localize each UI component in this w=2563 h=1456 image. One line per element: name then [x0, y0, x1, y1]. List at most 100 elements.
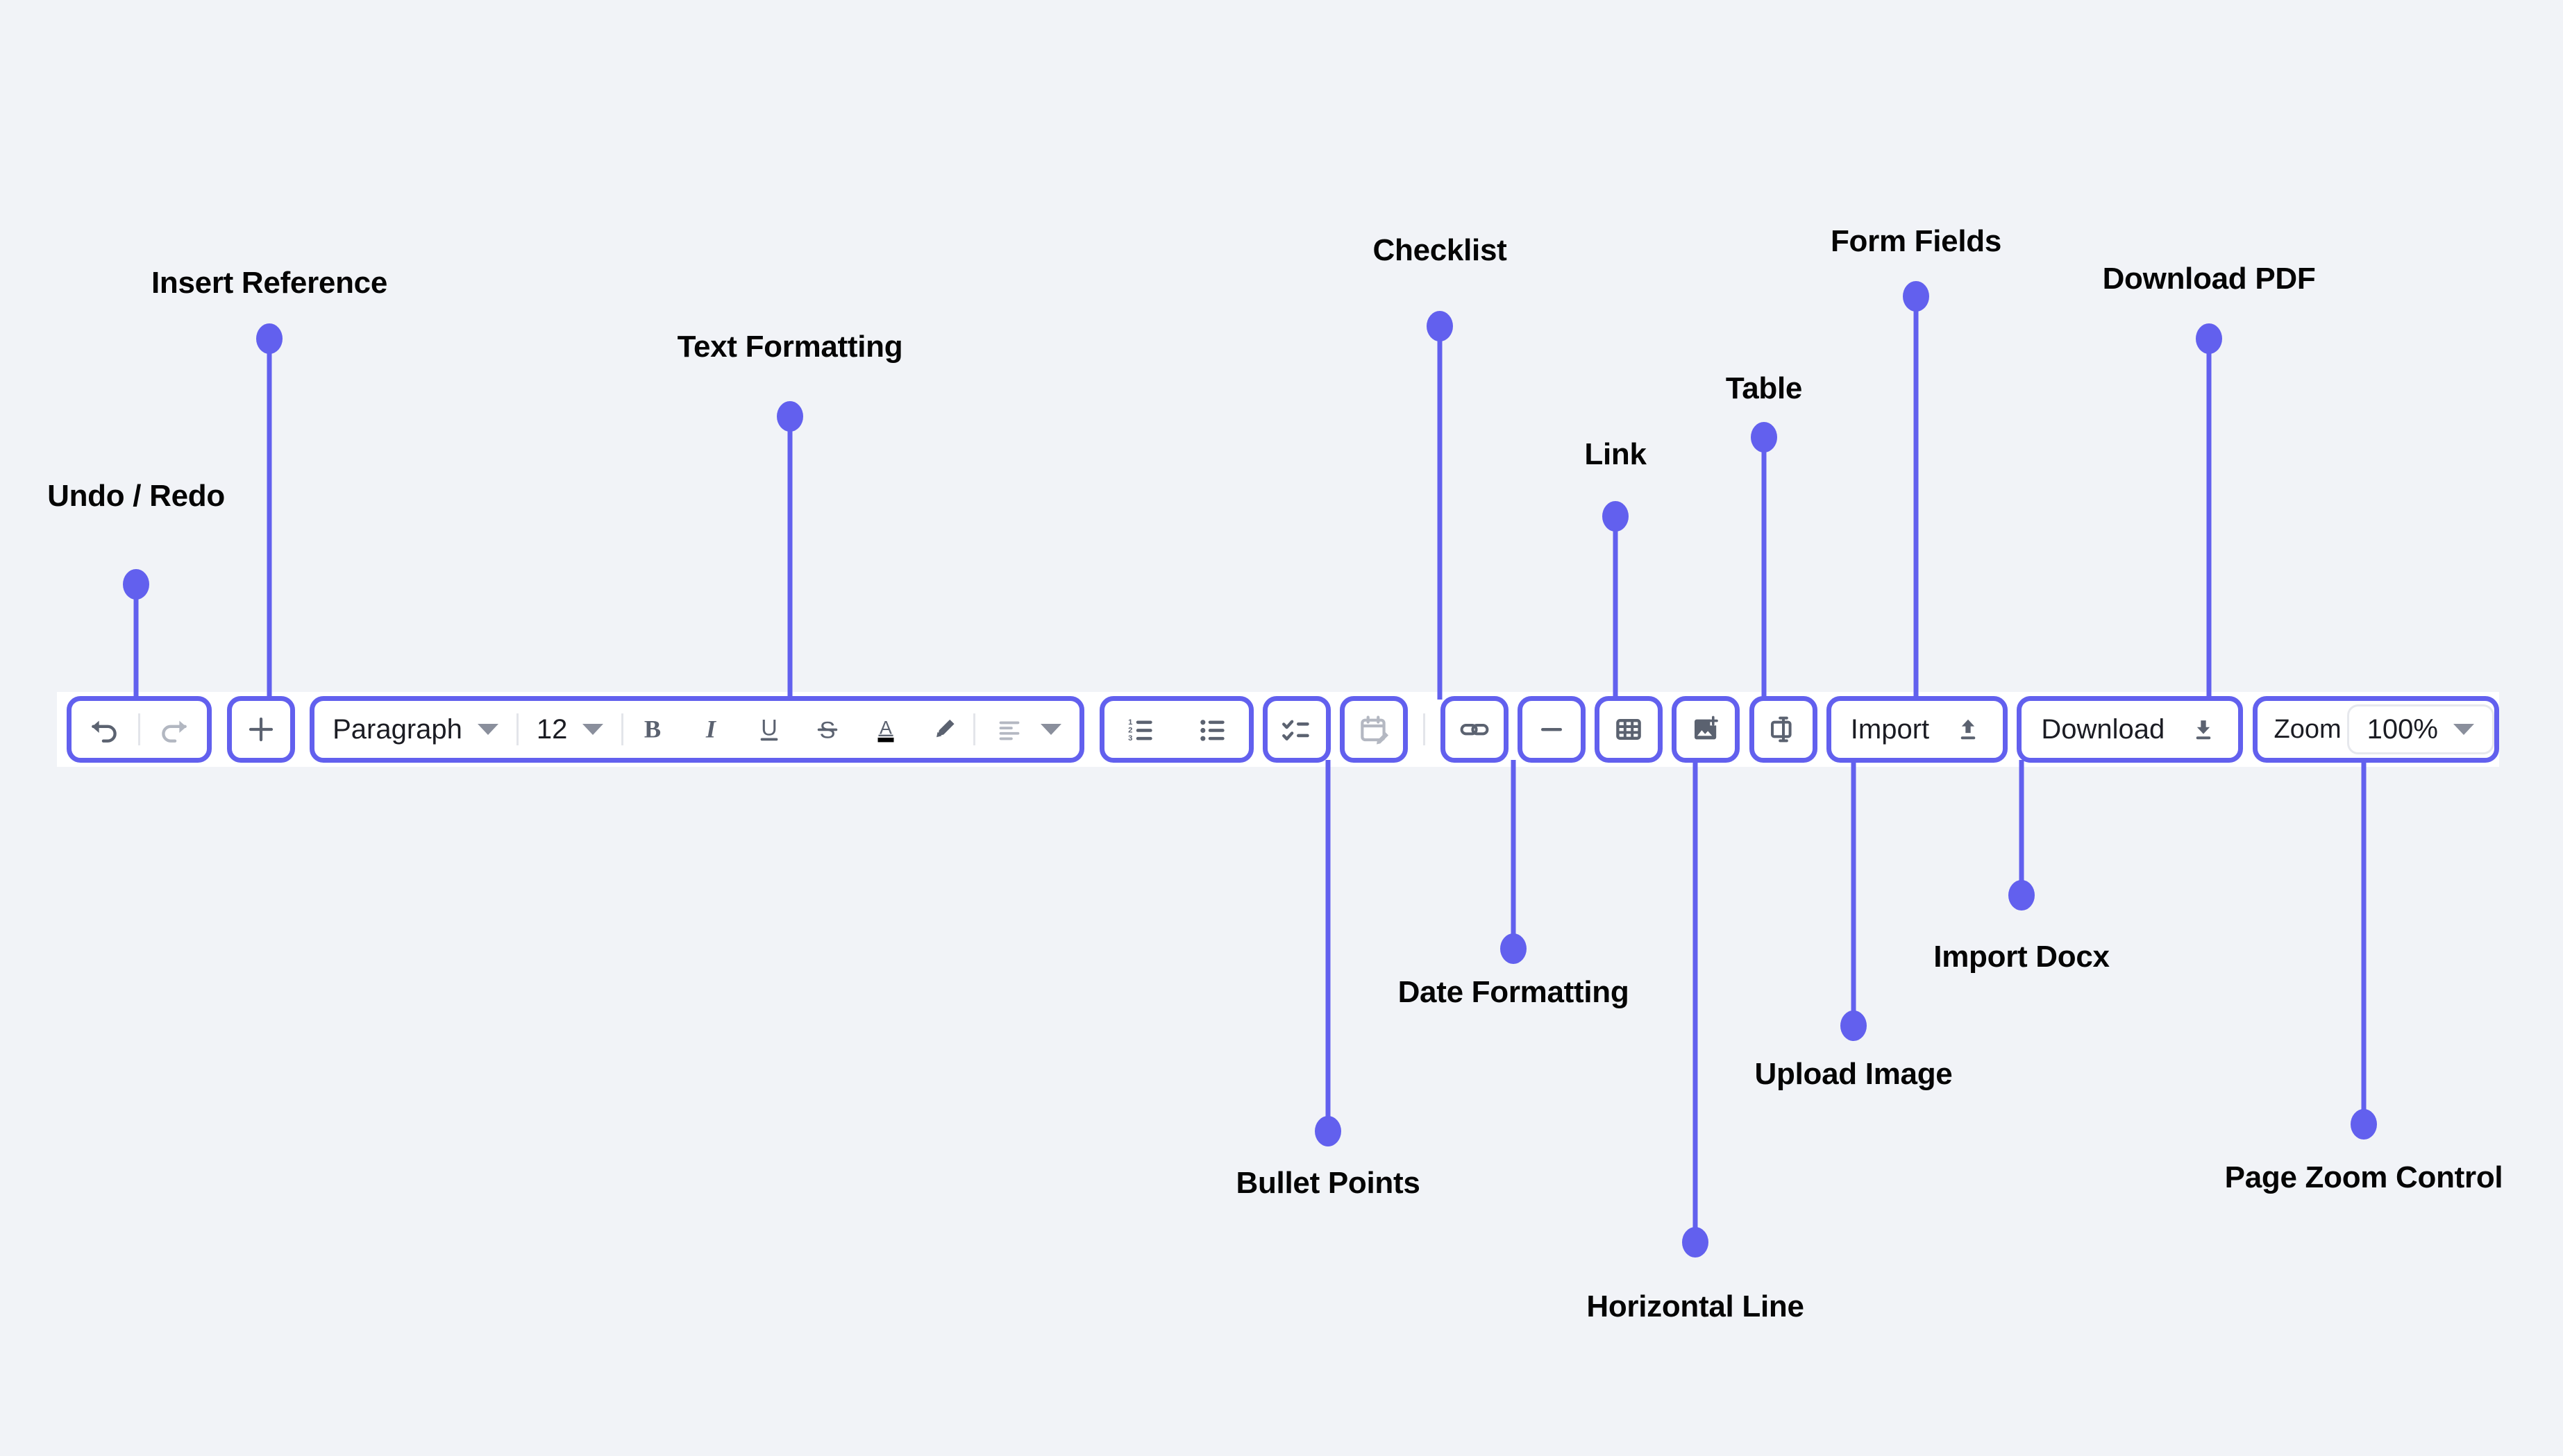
- checklist-button[interactable]: [1268, 700, 1326, 759]
- form-fields-button[interactable]: [1754, 700, 1813, 759]
- redo-arrow-icon: [162, 720, 187, 743]
- callout-stem: [267, 337, 272, 700]
- date-format-button[interactable]: [1345, 700, 1403, 759]
- callout-dot: [1682, 1227, 1708, 1258]
- callout-stem: [133, 583, 139, 700]
- import-label: Import: [1850, 713, 1930, 745]
- strikethrough-icon: S: [818, 717, 838, 743]
- highlighter-pen-icon: [936, 719, 955, 738]
- insert-reference-button[interactable]: [232, 700, 290, 759]
- zoom-value: 100%: [2367, 713, 2438, 745]
- download-button[interactable]: Download: [2022, 700, 2238, 759]
- callout-stem: [1613, 515, 1618, 700]
- callout-stem: [1511, 760, 1516, 946]
- upload-image-group: [1672, 696, 1740, 763]
- import-button[interactable]: Import: [1831, 700, 2003, 759]
- svg-text:U: U: [762, 716, 778, 740]
- toolbar-divider: [516, 713, 519, 745]
- bold-button[interactable]: B: [623, 700, 682, 759]
- editor-toolbar: Paragraph 12 B I U: [57, 692, 2499, 767]
- callout-stem: [1913, 295, 1919, 700]
- callout-label: Horizontal Line: [1586, 1289, 1804, 1323]
- numbered-list-button[interactable]: 1 2 3: [1104, 700, 1177, 759]
- svg-text:1: 1: [1128, 718, 1132, 727]
- undo-button[interactable]: [72, 700, 138, 759]
- font-size-value: 12: [536, 713, 568, 745]
- callout-dot: [1840, 1010, 1867, 1041]
- paragraph-style-dropdown[interactable]: Paragraph: [314, 700, 516, 759]
- undo-redo-group: [67, 696, 212, 763]
- callout-dot: [1602, 501, 1629, 532]
- highlight-button[interactable]: [915, 700, 973, 759]
- callout-dot: [1751, 422, 1777, 452]
- list-group: 1 2 3: [1099, 696, 1254, 763]
- table-button[interactable]: [1599, 700, 1658, 759]
- text-color-button[interactable]: A: [857, 700, 915, 759]
- horizontal-line-button[interactable]: [1522, 700, 1581, 759]
- callout-label: Form Fields: [1830, 224, 2002, 258]
- text-align-dropdown[interactable]: [975, 700, 1079, 759]
- callout-dot: [1427, 311, 1453, 341]
- toolbar-divider: [973, 713, 976, 745]
- callout-stem: [1437, 325, 1443, 700]
- font-size-dropdown[interactable]: 12: [519, 700, 622, 759]
- svg-text:3: 3: [1128, 734, 1132, 743]
- callout-dot: [2196, 323, 2222, 354]
- chevron-down-icon: [477, 724, 498, 735]
- callout-dot: [1903, 281, 1929, 312]
- upload-arrow-icon: [1960, 719, 1976, 740]
- callout-label: Insert Reference: [151, 266, 388, 300]
- callout-stem: [787, 415, 793, 700]
- import-docx-group: Import: [1826, 696, 2008, 763]
- callout-stem: [2361, 760, 2367, 1121]
- toolbar-divider: [138, 713, 140, 745]
- svg-text:A: A: [880, 718, 892, 738]
- redo-button[interactable]: [140, 700, 207, 759]
- numbered-list-icon: 1 2 3: [1128, 718, 1152, 743]
- form-field-icon: [1770, 716, 1792, 743]
- callout-label: Checklist: [1372, 233, 1507, 267]
- checklist-icon: [1282, 720, 1309, 740]
- bold-icon: B: [644, 716, 661, 743]
- table-group: [1595, 696, 1663, 763]
- callout-dot: [123, 569, 149, 600]
- callout-dot: [1315, 1116, 1341, 1146]
- italic-button[interactable]: I: [682, 700, 740, 759]
- callout-stem: [2206, 337, 2212, 700]
- italic-icon: I: [705, 716, 717, 743]
- calendar-edit-icon: [1361, 716, 1389, 745]
- upload-image-button[interactable]: [1677, 700, 1735, 759]
- link-group: [1440, 696, 1509, 763]
- callout-label: Upload Image: [1754, 1057, 1953, 1091]
- callout-label: Download PDF: [2102, 262, 2316, 296]
- callout-stem: [1761, 436, 1767, 700]
- callout-label: Link: [1584, 437, 1647, 471]
- strikethrough-button[interactable]: S: [798, 700, 857, 759]
- page-zoom-group: Zoom 100%: [2252, 696, 2499, 763]
- paragraph-style-value: Paragraph: [333, 713, 462, 745]
- plus-icon: [249, 717, 273, 742]
- callout-dot: [2351, 1109, 2377, 1140]
- undo-arrow-icon: [92, 720, 117, 743]
- callout-label: Import Docx: [1933, 940, 2110, 974]
- bullet-list-button[interactable]: [1177, 700, 1249, 759]
- checklist-group: [1263, 696, 1331, 763]
- link-button[interactable]: [1445, 700, 1504, 759]
- callout-label: Bullet Points: [1236, 1166, 1420, 1200]
- date-format-group: [1340, 696, 1409, 763]
- text-color-a-icon: A: [877, 718, 894, 743]
- zoom-select[interactable]: 100%: [2346, 704, 2494, 754]
- callout-label: Page Zoom Control: [2224, 1160, 2503, 1194]
- callout-stem: [2019, 760, 2024, 892]
- download-arrow-icon: [2196, 720, 2211, 740]
- callout-label: Table: [1725, 371, 1803, 405]
- callout-label: Date Formatting: [1397, 975, 1629, 1009]
- horizontal-line-icon: [1540, 728, 1562, 731]
- form-fields-group: [1749, 696, 1817, 763]
- callout-dot: [777, 401, 803, 432]
- svg-text:2: 2: [1128, 727, 1132, 735]
- underline-button[interactable]: U: [740, 700, 798, 759]
- download-pdf-group: Download: [2017, 696, 2244, 763]
- callout-stem: [1325, 760, 1331, 1128]
